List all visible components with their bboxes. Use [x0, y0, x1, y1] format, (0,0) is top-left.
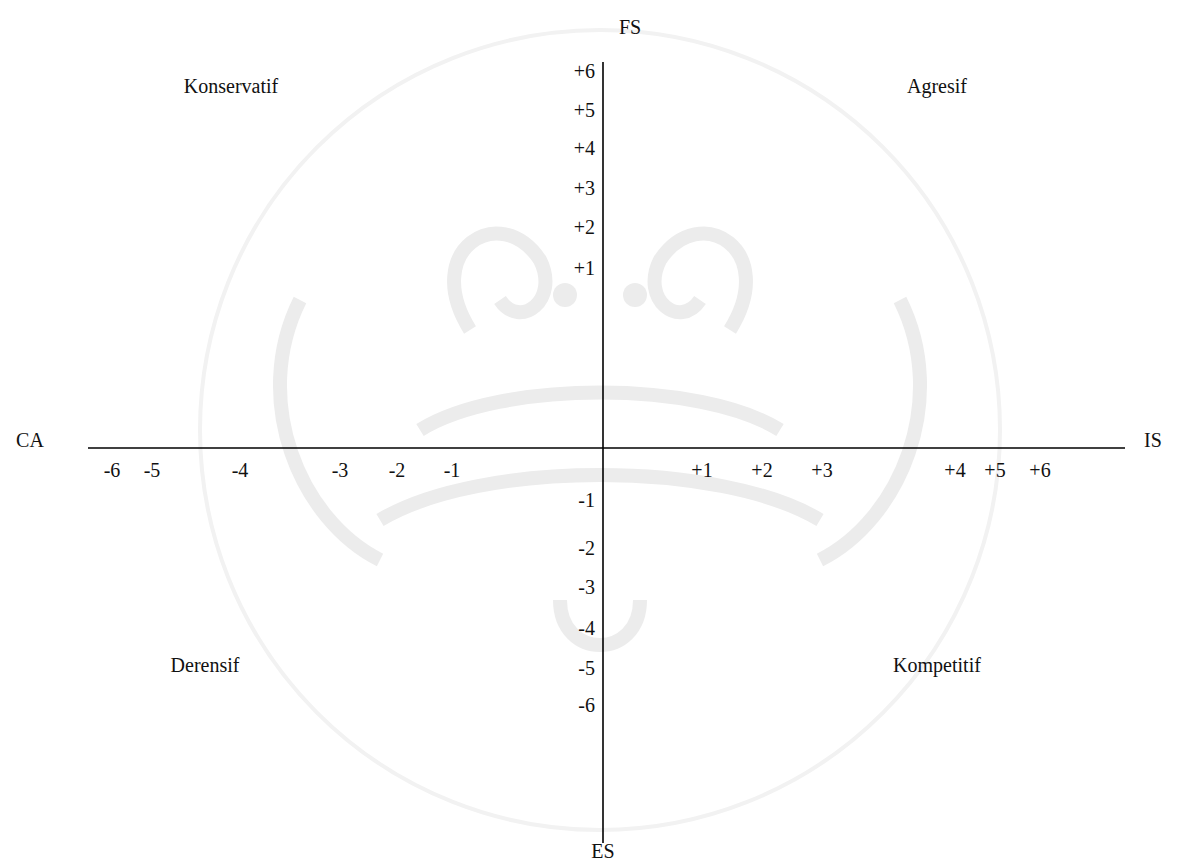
tick-number: +3 — [810, 459, 833, 481]
vertical-axis — [602, 62, 604, 843]
quadrant-label: Konservatif — [183, 75, 279, 97]
tick-number: -3 — [577, 576, 596, 598]
tick-number: -6 — [103, 459, 122, 481]
tick-number: +2 — [573, 216, 596, 238]
quadrant-label: Derensif — [170, 654, 241, 676]
axis-name: CA — [15, 429, 45, 451]
tick-number: +4 — [943, 459, 966, 481]
axis-name: ES — [590, 840, 615, 862]
axis-name: FS — [618, 16, 642, 38]
tick-number: +6 — [1028, 459, 1051, 481]
tick-number: +1 — [690, 459, 713, 481]
axis-name: IS — [1143, 429, 1163, 451]
tick-number: +5 — [573, 99, 596, 121]
tick-number: +1 — [573, 257, 596, 279]
tick-number: -3 — [331, 459, 350, 481]
tick-number: -1 — [577, 489, 596, 511]
tick-number: -4 — [231, 459, 250, 481]
tick-number: +6 — [573, 60, 596, 82]
tick-number: +3 — [573, 177, 596, 199]
tick-number: +5 — [983, 459, 1006, 481]
quadrant-label: Kompetitif — [892, 654, 982, 676]
tick-number: -1 — [443, 459, 462, 481]
tick-number: -6 — [577, 694, 596, 716]
tick-number: -2 — [577, 537, 596, 559]
tick-number: -2 — [388, 459, 407, 481]
tick-number: +2 — [750, 459, 773, 481]
watermark — [200, 30, 1000, 830]
tick-number: -5 — [577, 657, 596, 679]
horizontal-axis — [88, 447, 1125, 449]
tick-number: -4 — [577, 617, 596, 639]
tick-number: -5 — [143, 459, 162, 481]
tick-number: +4 — [573, 137, 596, 159]
quadrant-label: Agresif — [906, 75, 968, 97]
